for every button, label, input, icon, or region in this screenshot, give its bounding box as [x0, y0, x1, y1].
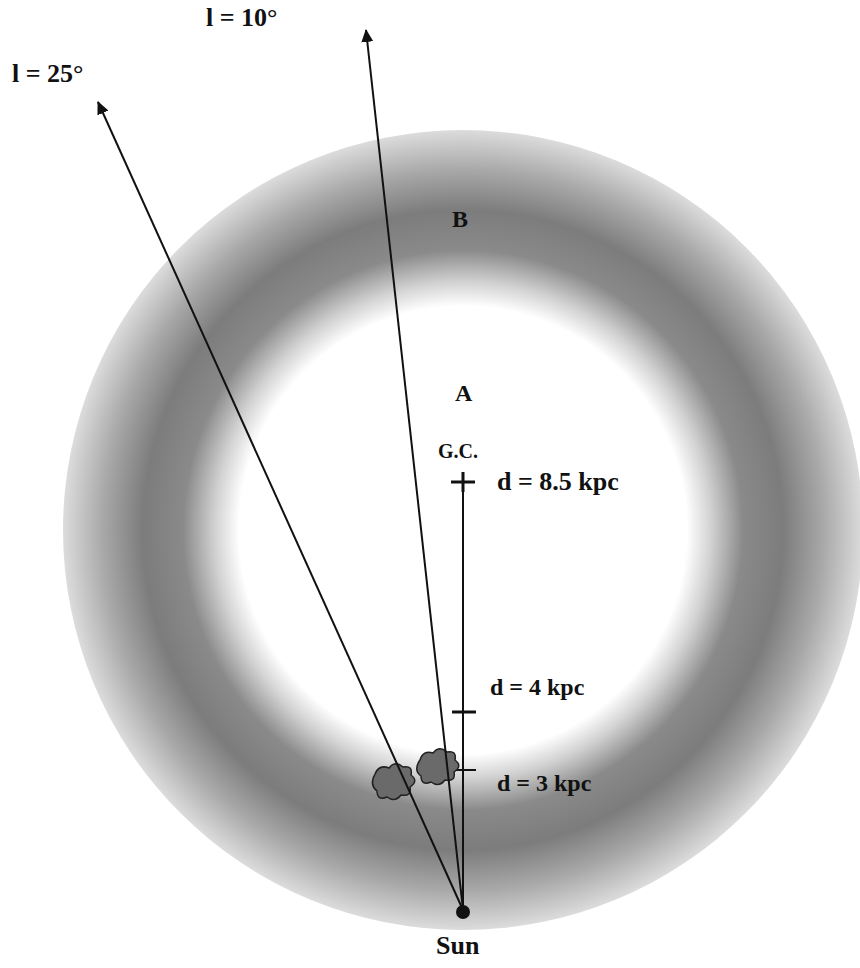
center-label: G.C.	[438, 440, 478, 462]
sightline-arrow	[366, 30, 463, 910]
center-cross	[462, 472, 465, 492]
distance-label: d = 8.5 kpc	[497, 468, 619, 497]
distance-label: d = 4 kpc	[490, 674, 584, 700]
distance-label: d = 3 kpc	[497, 770, 591, 796]
longitude-label: l = 25°	[12, 60, 83, 89]
sun-label: Sun	[436, 932, 479, 961]
region-label: A	[455, 380, 472, 406]
sightline	[462, 482, 464, 910]
region-label: B	[452, 206, 468, 232]
molecular-cloud	[417, 749, 459, 785]
galactic-ring	[63, 130, 860, 930]
distance-tick	[452, 711, 476, 714]
sun-dot	[456, 905, 470, 919]
molecular-cloud	[372, 764, 414, 800]
sightline-arrow	[98, 102, 463, 910]
longitude-label: l = 10°	[206, 4, 277, 33]
